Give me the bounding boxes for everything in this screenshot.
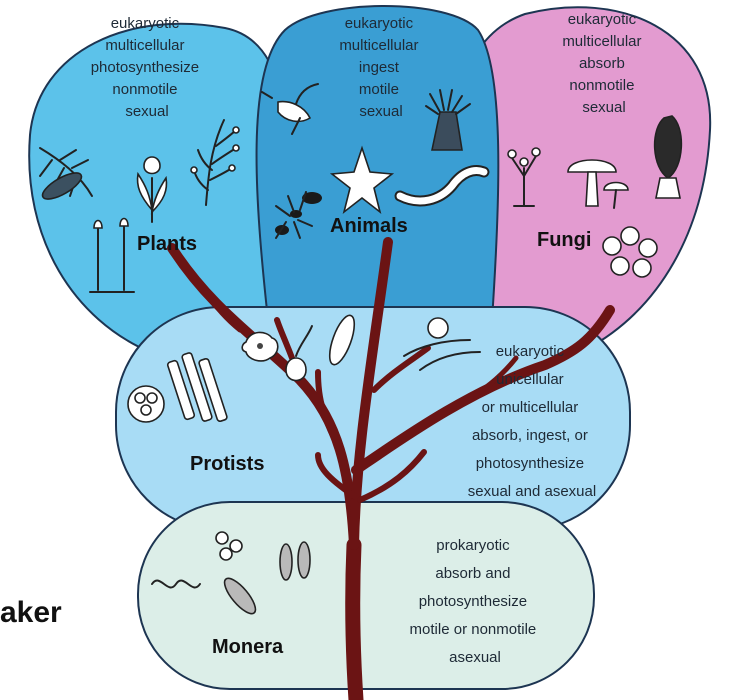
- fungi-name: Fungi: [537, 229, 591, 251]
- fungi-trait: eukaryotic: [568, 11, 637, 28]
- animals-trait: multicellular: [339, 37, 418, 54]
- animals-trait: eukaryotic: [345, 15, 414, 32]
- fungi-trait: multicellular: [562, 33, 641, 50]
- monera-name: Monera: [212, 636, 284, 658]
- monera-trait: prokaryotic: [436, 537, 510, 554]
- animals-trait: ingest: [359, 59, 400, 76]
- protists-trait: unicellular: [496, 371, 564, 388]
- protists-trait: absorb, ingest, or: [472, 427, 588, 444]
- monera-trait: asexual: [449, 649, 501, 666]
- plants-trait: photosynthesize: [91, 59, 199, 76]
- cropped-edge-text: aker: [0, 596, 62, 629]
- plants-name: Plants: [137, 233, 197, 255]
- plants-trait: sexual: [125, 103, 168, 120]
- monera-trait: motile or nonmotile: [410, 621, 537, 638]
- protists-name: Protists: [190, 453, 264, 475]
- animals-trait: sexual: [359, 103, 402, 120]
- plants-trait: multicellular: [105, 37, 184, 54]
- diatom-icon: [128, 386, 164, 422]
- protists-trait: eukaryotic: [496, 343, 565, 360]
- plants-trait: eukaryotic: [111, 15, 180, 32]
- fungi-trait: sexual: [582, 99, 625, 116]
- animals-trait: motile: [359, 81, 399, 98]
- fungi-trait: absorb: [579, 55, 625, 72]
- protists-trait: photosynthesize: [476, 455, 584, 472]
- animals-name: Animals: [330, 215, 408, 237]
- monera-trait: photosynthesize: [419, 593, 527, 610]
- morel-icon: [655, 116, 682, 198]
- fungi-trait: nonmotile: [569, 77, 634, 94]
- plants-trait: nonmotile: [112, 81, 177, 98]
- protists-trait: sexual and asexual: [468, 483, 596, 500]
- monera-trait: absorb and: [435, 565, 510, 582]
- protists-trait: or multicellular: [482, 399, 579, 416]
